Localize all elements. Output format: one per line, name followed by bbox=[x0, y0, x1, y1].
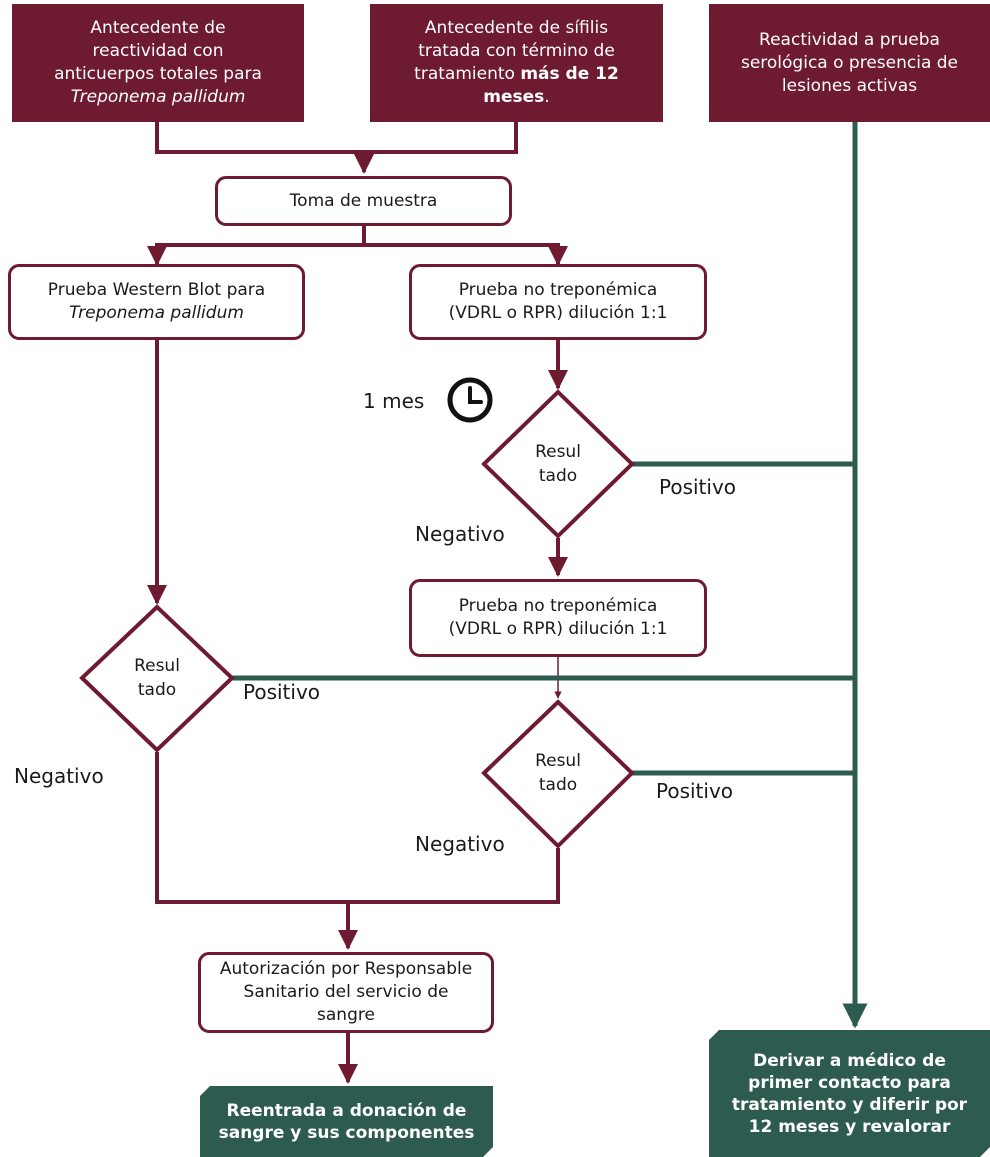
merge-connector bbox=[155, 122, 518, 154]
clock-icon bbox=[447, 377, 493, 423]
d3-line1: Resul bbox=[535, 751, 581, 771]
western-blot-box: Prueba Western Blot para Treponema palli… bbox=[8, 264, 305, 340]
box1-line3: anticuerpos totales para bbox=[54, 64, 262, 84]
history-treated-syphilis-box: Antecedente de sífilis tratada con térmi… bbox=[370, 4, 663, 122]
split-connector bbox=[147, 243, 568, 266]
negative-label-1: Negativo bbox=[415, 522, 505, 546]
sample-label: Toma de muestra bbox=[289, 190, 438, 211]
wait-one-month-label: 1 mes bbox=[363, 389, 425, 413]
active-reactivity-box: Reactividad a prueba serológica o presen… bbox=[709, 4, 990, 122]
box1-line1: Antecedente de bbox=[90, 18, 226, 38]
reentry-text: Reentrada a donación de sangre y sus com… bbox=[218, 1100, 475, 1143]
negative-label-2: Negativo bbox=[14, 764, 104, 788]
negative-merge bbox=[155, 752, 560, 904]
refer-physician-box: Derivar a médico de primer contacto para… bbox=[709, 1030, 990, 1157]
wb-line1: Prueba Western Blot para bbox=[47, 280, 266, 300]
sample-collection-box: Toma de muestra bbox=[215, 176, 512, 226]
box2-line2: tratada con término de bbox=[418, 41, 615, 61]
decision-diamond-3 bbox=[481, 699, 635, 849]
box2-line3-pre: tratamiento bbox=[414, 64, 521, 84]
d2-line1: Resul bbox=[134, 656, 180, 676]
box2-line1: Antecedente de sífilis bbox=[424, 18, 609, 38]
decision-2-label: Resul tado bbox=[117, 654, 197, 702]
decision-diamond-1 bbox=[481, 389, 635, 539]
nt1-line2: (VDRL o RPR) dilución 1:1 bbox=[448, 303, 668, 323]
d3-line2: tado bbox=[538, 775, 578, 795]
decision-3-label: Resul tado bbox=[518, 749, 598, 797]
box2-line4: meses. bbox=[483, 86, 549, 109]
decision-1-label: Resul tado bbox=[518, 440, 598, 488]
d1-line2: tado bbox=[538, 466, 578, 486]
non-treponemal-test-2: Prueba no treponémica (VDRL o RPR) diluc… bbox=[409, 579, 707, 657]
box1-line2: reactividad con bbox=[92, 41, 224, 61]
box2-end: . bbox=[544, 87, 550, 107]
box3-text: Reactividad a prueba serológica o presen… bbox=[740, 29, 959, 96]
refer-text: Derivar a médico de primer contacto para… bbox=[731, 1050, 968, 1137]
d1-line1: Resul bbox=[535, 442, 581, 462]
positive-label-2: Positivo bbox=[243, 680, 321, 704]
box2-line3: tratamiento más de 12 bbox=[414, 63, 619, 86]
non-treponemal-test-1: Prueba no treponémica (VDRL o RPR) diluc… bbox=[409, 264, 707, 340]
negative-label-3: Negativo bbox=[415, 832, 505, 856]
authorization-box: Autorización por Responsable Sanitario d… bbox=[198, 952, 494, 1033]
nt1-line1: Prueba no treponémica bbox=[458, 280, 658, 300]
box2-bold1: más de 12 bbox=[520, 64, 619, 84]
d2-line2: tado bbox=[137, 680, 177, 700]
nt2-line1: Prueba no treponémica bbox=[458, 596, 658, 616]
history-antibodies-box: Antecedente de reactividad con anticuerp… bbox=[12, 4, 304, 122]
wb-italic: Treponema pallidum bbox=[69, 303, 244, 323]
authorization-text: Autorización por Responsable Sanitario d… bbox=[219, 959, 473, 1025]
reentry-donation-box: Reentrada a donación de sangre y sus com… bbox=[200, 1086, 493, 1157]
box2-bold2: meses bbox=[483, 87, 545, 107]
decision-diamond-2 bbox=[79, 604, 235, 753]
nt2-line2: (VDRL o RPR) dilución 1:1 bbox=[448, 619, 668, 639]
positive-label-1: Positivo bbox=[659, 475, 737, 499]
positive-label-3: Positivo bbox=[656, 779, 734, 803]
box1-italic: Treponema pallidum bbox=[70, 87, 246, 107]
